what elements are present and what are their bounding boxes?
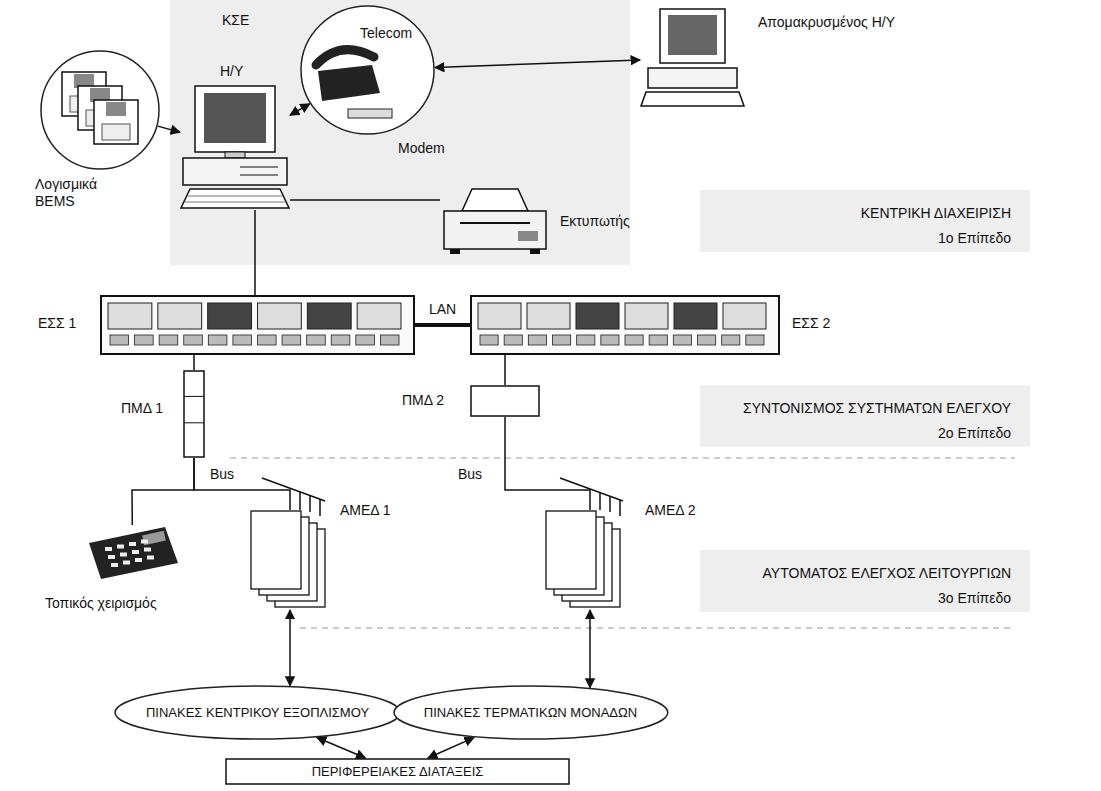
level-divider bbox=[230, 457, 1015, 458]
bus-label: Bus bbox=[210, 466, 234, 483]
node-label: Απομακρυσμένος Η/Υ bbox=[758, 14, 895, 31]
remote-computer: Απομακρυσμένος Η/Υ bbox=[640, 8, 745, 108]
level-label: ΚΕΝΤΡΙΚΗ ΔΙΑΧΕΙΡΙΣΗ bbox=[861, 205, 1011, 222]
node-label: Telecom bbox=[360, 25, 412, 42]
interface-unit: ΠΜΔ 2 bbox=[470, 385, 540, 417]
node-art bbox=[440, 185, 550, 255]
controller-stack: ΑΜΕΔ 2 bbox=[545, 510, 635, 610]
connector bbox=[290, 104, 310, 116]
node-art bbox=[40, 50, 160, 170]
printer: Εκτυπωτής bbox=[440, 185, 550, 255]
node-label: ΕΣΣ 2 bbox=[792, 315, 830, 332]
central-area-shade bbox=[170, 0, 630, 265]
connector bbox=[289, 610, 291, 686]
level-shade bbox=[700, 385, 1030, 447]
controller-stack: ΑΜΕΔ 1 bbox=[250, 510, 330, 610]
area-label: ΚΣΕ bbox=[222, 12, 249, 29]
node-art bbox=[470, 385, 540, 417]
node-label: Εκτυπωτής bbox=[560, 213, 630, 230]
node-art bbox=[545, 510, 635, 610]
panel-ellipse: ΠΙΝΑΚΕΣ ΤΕΡΜΑΤΙΚΩΝ ΜΟΝΑΔΩΝ bbox=[393, 685, 669, 740]
node-art bbox=[640, 8, 745, 108]
connector bbox=[290, 199, 440, 201]
level-divider bbox=[300, 627, 1015, 628]
node-label: ΑΜΕΔ 1 bbox=[340, 502, 391, 519]
node-art bbox=[470, 295, 780, 355]
node-label: ΠΕΡΙΦΕΡΕΙΑΚΕΣ ΔΙΑΤΑΞΕΙΣ bbox=[312, 764, 484, 780]
controller-panel: ΕΣΣ 1 bbox=[100, 295, 415, 355]
node-art bbox=[183, 370, 205, 458]
bus-bar bbox=[560, 478, 623, 516]
lan-link bbox=[415, 323, 470, 327]
node-label: ΠΜΔ 1 bbox=[121, 400, 163, 417]
node-art bbox=[300, 5, 435, 135]
process-box: ΠΕΡΙΦΕΡΕΙΑΚΕΣ ΔΙΑΤΑΞΕΙΣ bbox=[225, 758, 570, 785]
connector bbox=[254, 210, 256, 295]
connector bbox=[505, 417, 590, 510]
telecom-circle: Telecom bbox=[300, 5, 435, 135]
level-label: ΣΥΝΤΟΝΙΣΜΟΣ ΣΥΣΤΗΜΑΤΩΝ ΕΛΕΓΧΟΥ bbox=[743, 400, 1011, 417]
node-label: ΠΙΝΑΚΕΣ ΤΕΡΜΑΤΙΚΩΝ ΜΟΝΑΔΩΝ bbox=[424, 705, 637, 721]
level-number: 1ο Επίπεδο bbox=[938, 230, 1011, 247]
node-label: Λογισμικά BEMS bbox=[35, 176, 130, 210]
interface-unit: ΠΜΔ 1 bbox=[183, 370, 205, 458]
connector bbox=[317, 738, 366, 759]
connector bbox=[158, 126, 180, 132]
node-art bbox=[85, 525, 180, 580]
node-art bbox=[100, 295, 415, 355]
bus-label: Bus bbox=[458, 466, 482, 483]
connector bbox=[132, 458, 194, 525]
bus-bar bbox=[262, 478, 325, 516]
connector bbox=[589, 610, 591, 688]
level-number: 3ο Επίπεδο bbox=[938, 590, 1011, 607]
local-terminal: Τοπικός χειρισμός bbox=[85, 525, 180, 580]
level-shade bbox=[700, 190, 1030, 252]
node-art bbox=[180, 85, 290, 210]
connector bbox=[194, 458, 290, 510]
connector bbox=[504, 355, 506, 385]
connector bbox=[435, 60, 640, 68]
device-label: Modem bbox=[398, 140, 445, 157]
node-label: ΠΙΝΑΚΕΣ ΚΕΝΤΡΙΚΟΥ ΕΞΟΠΛΙΣΜΟΥ bbox=[146, 705, 369, 721]
panel-ellipse: ΠΙΝΑΚΕΣ ΚΕΝΤΡΙΚΟΥ ΕΞΟΠΛΙΣΜΟΥ bbox=[114, 685, 401, 740]
software-disks: Λογισμικά BEMS bbox=[40, 50, 160, 170]
node-label: Η/Υ bbox=[220, 63, 243, 80]
node-label: Τοπικός χειρισμός bbox=[45, 595, 157, 612]
node-label: ΑΜΕΔ 2 bbox=[645, 502, 696, 519]
edge-label: LAN bbox=[427, 301, 458, 318]
level-label: ΑΥΤΟΜΑΤΟΣ ΕΛΕΓΧΟΣ ΛΕΙΤΟΥΡΓΙΩΝ bbox=[763, 565, 1011, 582]
node-art bbox=[250, 510, 330, 610]
node-label: ΠΜΔ 2 bbox=[402, 392, 444, 409]
level-shade bbox=[700, 550, 1030, 612]
node-label: ΕΣΣ 1 bbox=[38, 315, 76, 332]
central-computer: Η/Υ bbox=[180, 85, 290, 210]
level-number: 2ο Επίπεδο bbox=[938, 425, 1011, 442]
controller-panel: ΕΣΣ 2 bbox=[470, 295, 780, 355]
connector bbox=[193, 355, 195, 370]
connector bbox=[428, 738, 474, 758]
